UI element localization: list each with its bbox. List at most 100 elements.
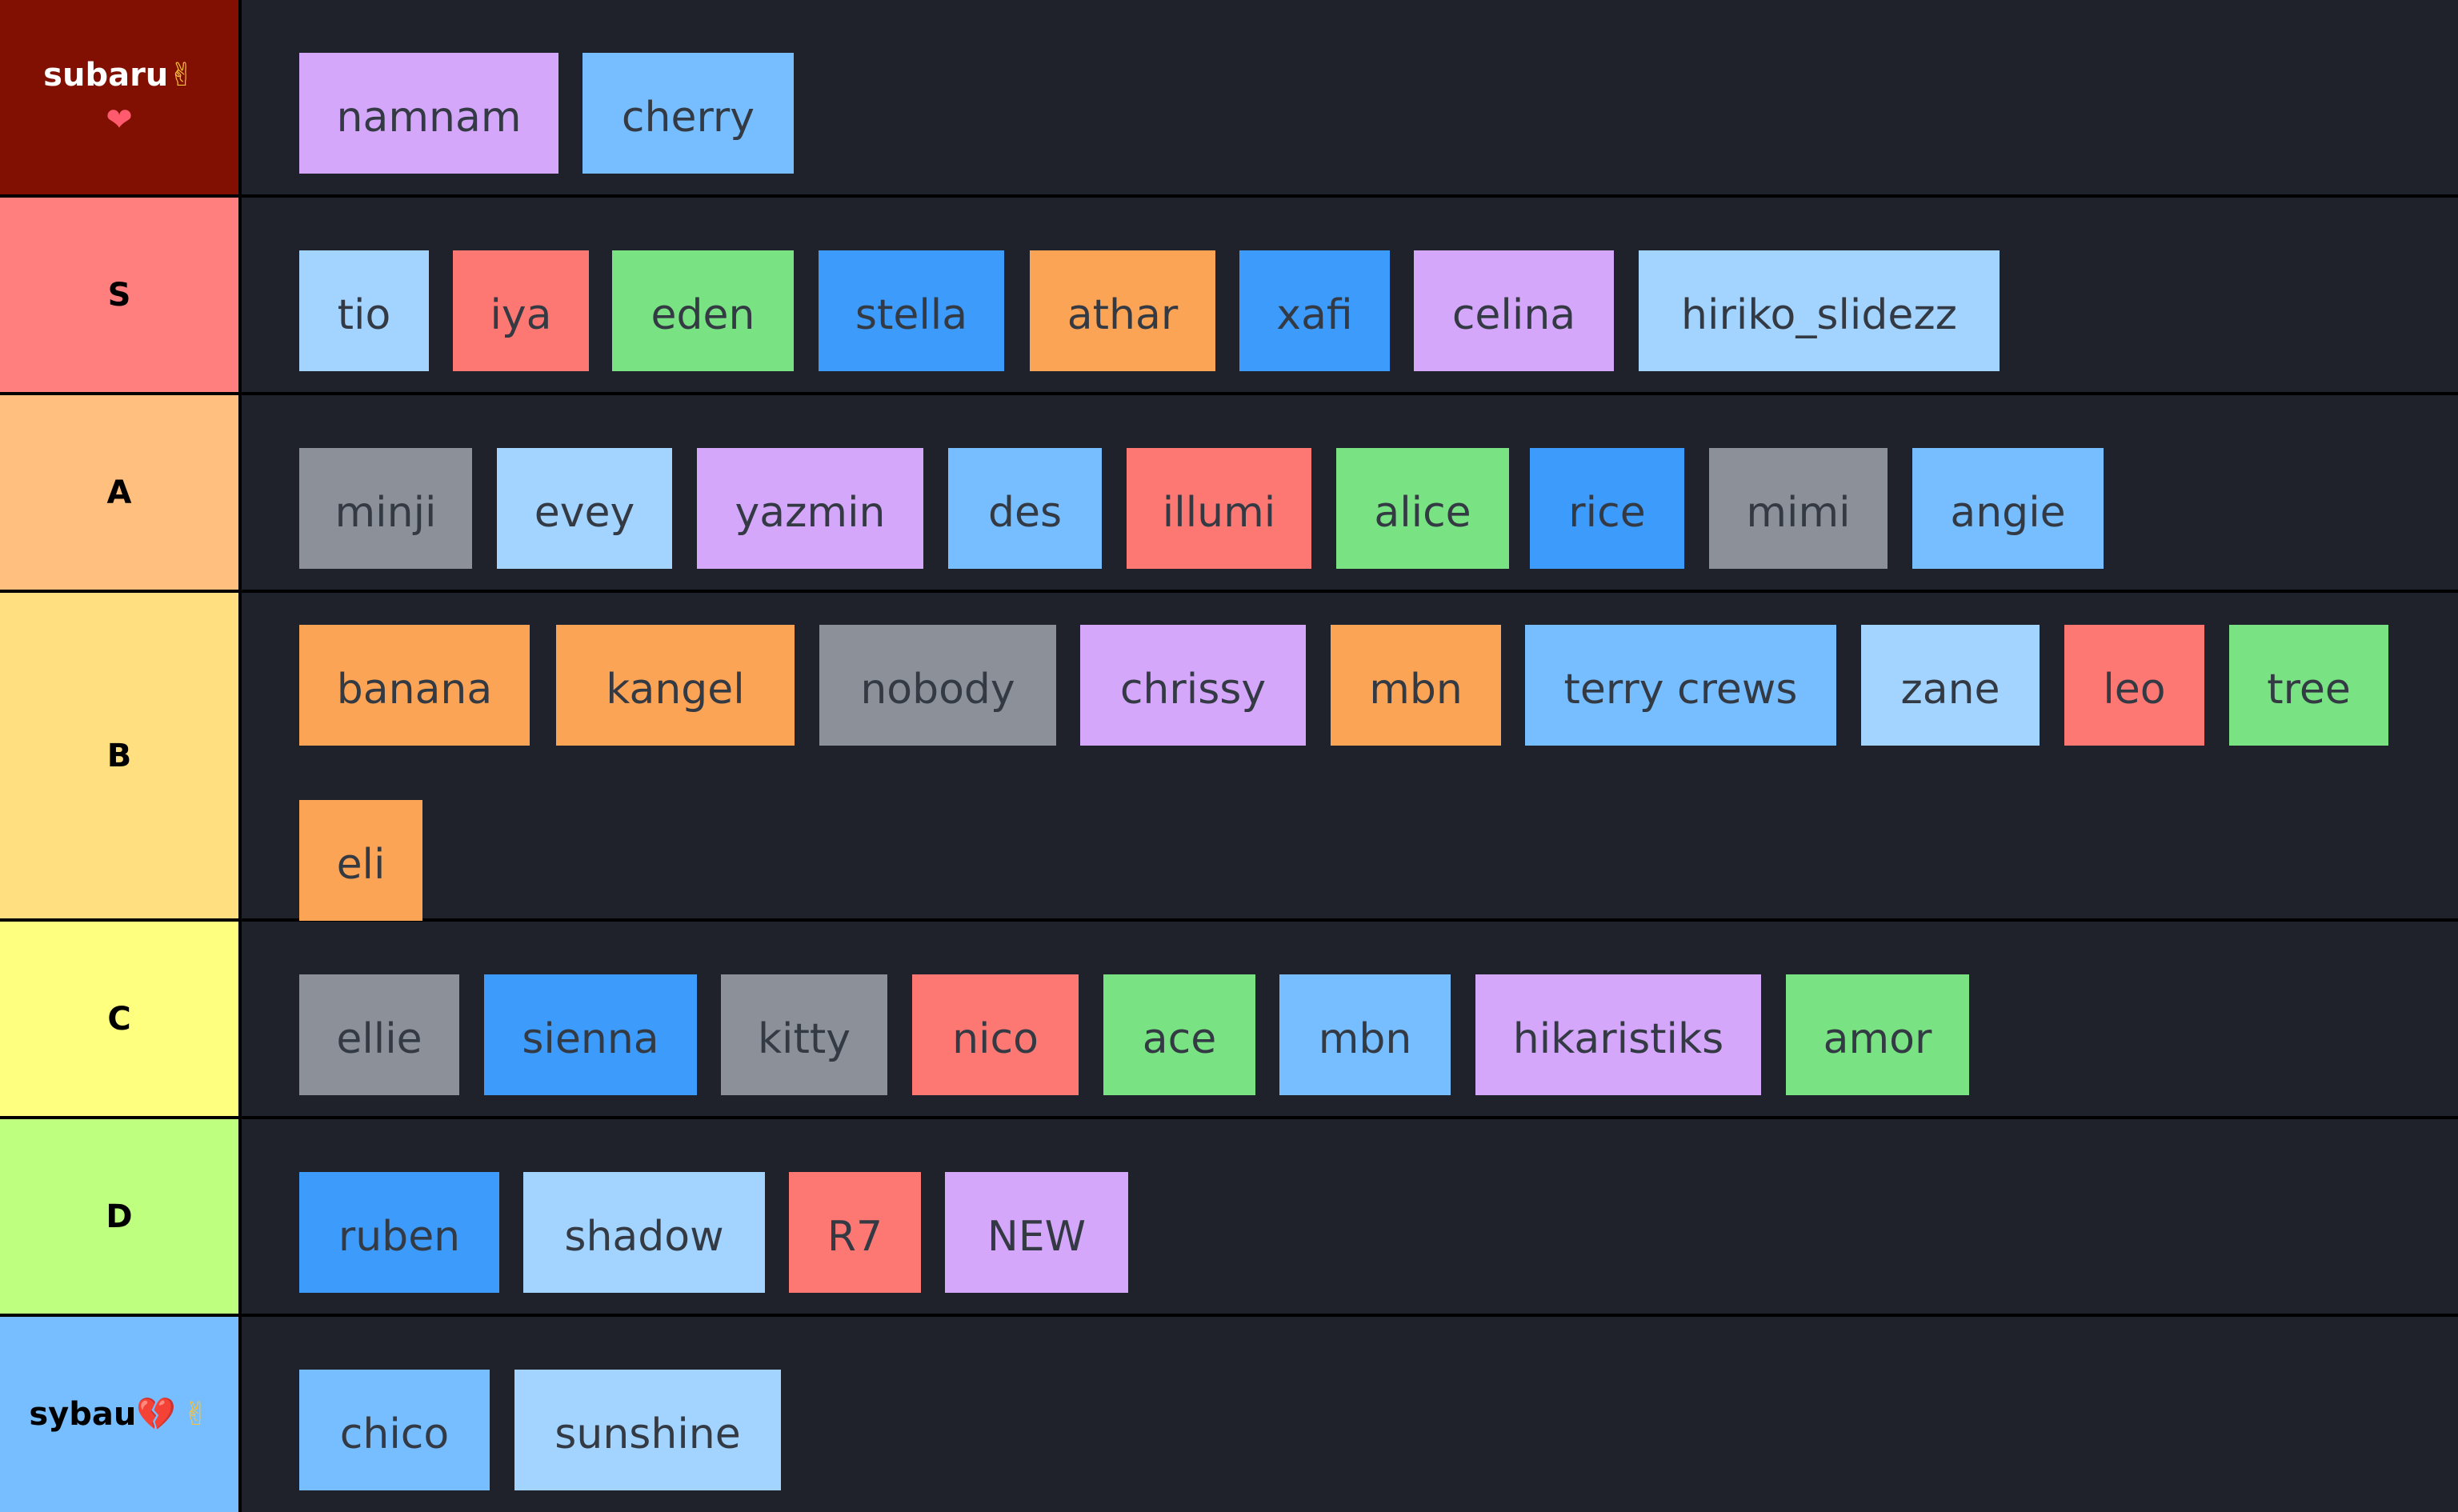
tier-item-tag[interactable]: kangel — [556, 625, 795, 746]
tier-item-label: ellie — [336, 1014, 422, 1063]
tier-item-label: ace — [1142, 1014, 1217, 1063]
tier-item-tag[interactable]: nobody — [819, 625, 1056, 746]
tier-label-subaru[interactable]: subaru✌ ❤ — [0, 0, 238, 194]
tier-items-subaru[interactable]: namnam cherry — [242, 0, 2458, 194]
tier-item-tag[interactable]: chico — [299, 1370, 490, 1490]
tier-item-tag[interactable]: alice — [1336, 448, 1509, 569]
tier-item-tag[interactable]: celina — [1414, 250, 1614, 371]
tier-label-text-line: sybau💔✌ — [29, 1392, 209, 1437]
tier-item-label: shadow — [564, 1212, 724, 1261]
tier-items-s[interactable]: tio iya eden stella athar xafi celina hiriko_sl… — [242, 198, 2458, 392]
tier-item-label: eden — [651, 290, 755, 339]
tier-item-label: celina — [1451, 290, 1576, 339]
tier-label-s[interactable]: S — [0, 198, 238, 392]
tier-item-label: stella — [855, 290, 968, 339]
tier-item-tag[interactable]: tree — [2229, 625, 2388, 746]
tier-label-text: B — [106, 737, 132, 774]
tier-item-tag[interactable]: ellie — [299, 974, 459, 1095]
tier-item-label: eli — [336, 840, 386, 889]
tier-item-label: tree — [2267, 665, 2351, 714]
tier-label-text: D — [106, 1198, 133, 1235]
tier-item-tag[interactable]: banana — [299, 625, 530, 746]
tier-item-label: leo — [2103, 665, 2166, 714]
tier-item-label: illumi — [1162, 488, 1276, 537]
tier-label-text: subaru — [43, 56, 169, 94]
tier-item-label: kangel — [606, 665, 745, 714]
tier-item-tag[interactable]: hikaristiks — [1475, 974, 1761, 1095]
tier-item-tag[interactable]: R7 — [789, 1172, 921, 1293]
tier-item-tag[interactable]: amor — [1786, 974, 1969, 1095]
tier-item-tag[interactable]: chrissy — [1080, 625, 1306, 746]
tier-item-tag[interactable]: sienna — [484, 974, 697, 1095]
tier-item-tag[interactable]: illumi — [1127, 448, 1311, 569]
tier-item-label: hiriko_slidezz — [1681, 290, 1957, 339]
tier-row-subaru: subaru✌ ❤ namnam cherry — [0, 0, 2458, 194]
tier-item-tag[interactable]: stella — [819, 250, 1004, 371]
tier-item-label: sienna — [522, 1014, 659, 1063]
tier-item-tag[interactable]: evey — [497, 448, 672, 569]
tier-label-a[interactable]: A — [0, 395, 238, 590]
tier-item-tag[interactable]: zane — [1861, 625, 2040, 746]
tier-item-tag[interactable]: des — [948, 448, 1102, 569]
tier-item-label: minji — [334, 488, 437, 537]
tier-label-sybau[interactable]: sybau💔✌ — [0, 1317, 238, 1512]
tier-item-label: namnam — [336, 93, 522, 142]
tier-item-tag[interactable]: tio — [299, 250, 429, 371]
tier-label-text-line: subaru✌ — [43, 53, 195, 98]
tier-item-tag[interactable]: ruben — [299, 1172, 499, 1293]
tier-item-label: nico — [952, 1014, 1039, 1063]
tier-item-tag[interactable]: sunshine — [514, 1370, 781, 1490]
tier-item-tag[interactable]: rice — [1530, 448, 1684, 569]
tier-item-tag[interactable]: angie — [1912, 448, 2104, 569]
tier-item-tag[interactable]: leo — [2064, 625, 2204, 746]
tier-item-label: chico — [339, 1410, 450, 1458]
tier-item-tag[interactable]: athar — [1030, 250, 1215, 371]
tier-item-label: athar — [1067, 290, 1179, 339]
tier-item-tag[interactable]: eden — [612, 250, 794, 371]
tier-items-d[interactable]: ruben shadow R7 NEW — [242, 1119, 2458, 1314]
tier-item-label: angie — [1950, 488, 2066, 537]
tier-item-tag[interactable]: iya — [453, 250, 589, 371]
tier-item-tag[interactable]: mbn — [1331, 625, 1501, 746]
tier-item-label: des — [987, 488, 1063, 537]
tier-item-tag[interactable]: mbn — [1279, 974, 1451, 1095]
tier-item-label: terry crews — [1563, 665, 1798, 714]
tier-item-label: banana — [336, 665, 493, 714]
tier-items-sybau[interactable]: chico sunshine — [242, 1317, 2458, 1512]
tier-item-tag[interactable]: terry crews — [1525, 625, 1836, 746]
tier-label-d[interactable]: D — [0, 1119, 238, 1314]
tier-item-label: yazmin — [735, 488, 886, 537]
tier-item-tag[interactable]: shadow — [523, 1172, 765, 1293]
tier-item-label: R7 — [827, 1212, 883, 1261]
tier-item-tag[interactable]: xafi — [1239, 250, 1390, 371]
tier-item-tag[interactable]: hiriko_slidezz — [1639, 250, 2000, 371]
tier-item-tag[interactable]: mimi — [1709, 448, 1888, 569]
tier-item-tag[interactable]: kitty — [721, 974, 887, 1095]
tier-item-tag[interactable]: NEW — [945, 1172, 1128, 1293]
tier-item-tag[interactable]: minji — [299, 448, 472, 569]
tier-label-c[interactable]: C — [0, 922, 238, 1116]
bandaged-heart-emoji-icon: ❤ — [106, 101, 133, 138]
tier-item-tag[interactable]: namnam — [299, 53, 558, 174]
tier-item-label: evey — [534, 488, 635, 537]
broken-heart-emoji-icon: 💔 — [136, 1396, 177, 1433]
tier-item-label: sunshine — [554, 1410, 741, 1458]
tier-item-label: mimi — [1746, 488, 1851, 537]
tier-item-label: xafi — [1276, 290, 1353, 339]
tier-item-label: iya — [490, 290, 552, 339]
tier-label-text: S — [107, 276, 131, 314]
tier-item-tag[interactable]: nico — [912, 974, 1079, 1095]
tier-item-tag[interactable]: ace — [1103, 974, 1255, 1095]
tier-item-label: amor — [1823, 1014, 1932, 1063]
tier-item-tag[interactable]: cherry — [582, 53, 794, 174]
tier-item-tag[interactable]: eli — [299, 800, 422, 921]
victory-hand-emoji-icon: ✌ — [182, 1396, 210, 1433]
tier-label-b[interactable]: B — [0, 593, 238, 918]
tier-item-tag[interactable]: yazmin — [697, 448, 923, 569]
